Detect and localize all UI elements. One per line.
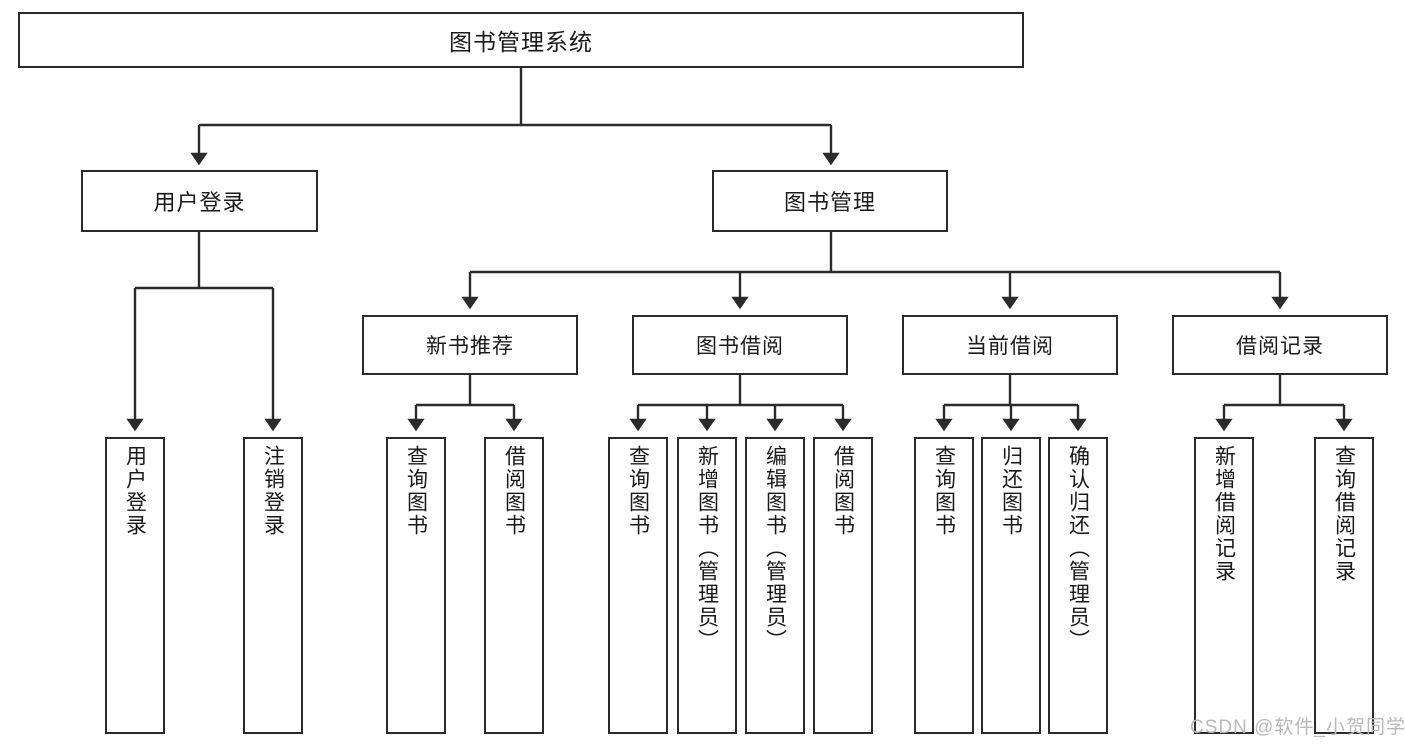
leaf-query-book-borrow[interactable]: 查询图书 [608, 437, 668, 734]
node-label: 编辑图书（管理员） [763, 445, 787, 652]
node-book-management[interactable]: 图书管理 [712, 170, 948, 232]
node-label: 借阅图书 [502, 445, 526, 537]
leaf-borrow-book[interactable]: 借阅图书 [813, 437, 873, 734]
node-label: 当前借阅 [966, 335, 1054, 358]
node-book-borrow[interactable]: 图书借阅 [632, 315, 848, 375]
csdn-watermark: CSDN @软件_小贺同学 [1190, 717, 1405, 738]
leaf-user-login[interactable]: 用户登录 [105, 437, 165, 734]
node-label: 查询借阅记录 [1332, 445, 1356, 583]
leaf-add-book-admin[interactable]: 新增图书（管理员） [677, 437, 737, 734]
leaf-add-borrow-record[interactable]: 新增借阅记录 [1194, 437, 1254, 734]
node-label: 图书管理系统 [449, 29, 593, 55]
node-label: 新书推荐 [426, 335, 514, 358]
node-label: 新增图书（管理员） [695, 445, 719, 652]
node-current-borrow[interactable]: 当前借阅 [902, 315, 1118, 375]
node-label: 查询图书 [404, 445, 428, 537]
leaf-return-book[interactable]: 归还图书 [981, 437, 1041, 734]
leaf-edit-book-admin[interactable]: 编辑图书（管理员） [745, 437, 805, 734]
node-root-system[interactable]: 图书管理系统 [18, 12, 1024, 68]
node-label: 确认归还（管理员） [1066, 445, 1090, 652]
leaf-borrow-book-recommend[interactable]: 借阅图书 [484, 437, 544, 734]
node-label: 借阅图书 [831, 445, 855, 537]
leaf-query-book-current[interactable]: 查询图书 [914, 437, 974, 734]
node-label: 借阅记录 [1236, 335, 1324, 358]
node-label: 用户登录 [123, 445, 147, 537]
node-label: 图书管理 [783, 190, 876, 215]
node-label: 注销登录 [261, 445, 285, 537]
node-label: 查询图书 [932, 445, 956, 537]
leaf-query-book-recommend[interactable]: 查询图书 [386, 437, 446, 734]
node-label: 查询图书 [626, 445, 650, 537]
node-label: 归还图书 [999, 445, 1023, 537]
node-label: 新增借阅记录 [1212, 445, 1236, 583]
node-label: 图书借阅 [696, 335, 784, 358]
node-label: 用户登录 [153, 190, 246, 215]
leaf-query-borrow-record[interactable]: 查询借阅记录 [1314, 437, 1374, 734]
node-user-login[interactable]: 用户登录 [81, 170, 318, 232]
node-borrow-record[interactable]: 借阅记录 [1172, 315, 1388, 375]
leaf-confirm-return-admin[interactable]: 确认归还（管理员） [1048, 437, 1108, 734]
leaf-logout[interactable]: 注销登录 [243, 437, 303, 734]
node-new-book-recommend[interactable]: 新书推荐 [362, 315, 578, 375]
